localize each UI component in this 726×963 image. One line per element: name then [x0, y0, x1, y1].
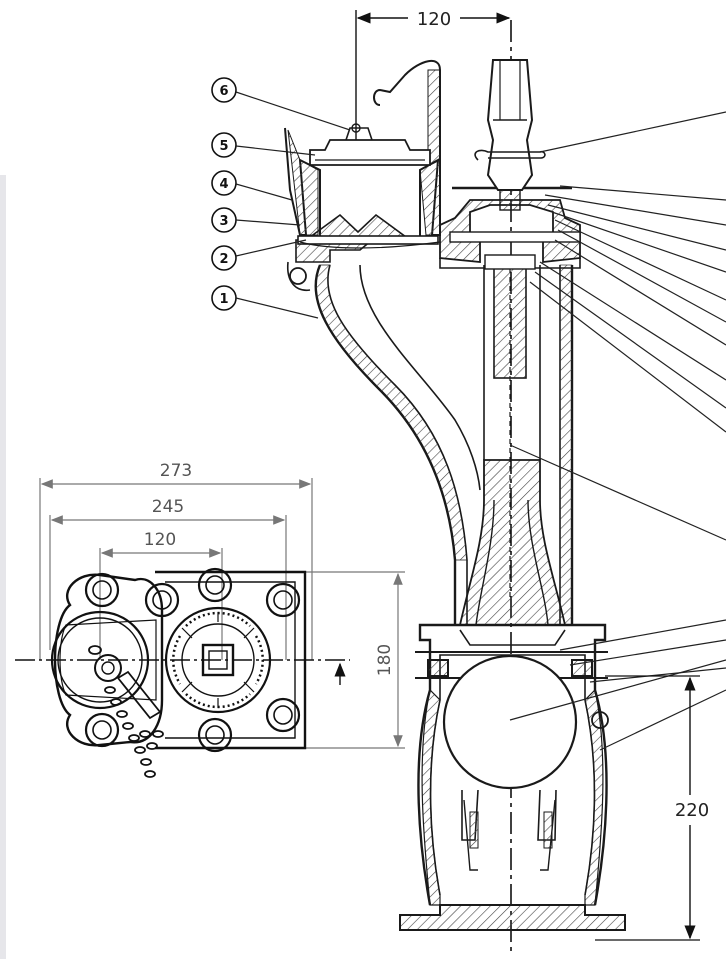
callout-4: 4 — [211, 170, 293, 201]
hydrant-cross-section — [284, 10, 626, 955]
leader-lines-right — [509, 111, 726, 751]
callout-6: 6 — [211, 77, 351, 131]
page-edge-strip — [0, 175, 6, 959]
plan-view: 273 245 120 180 — [15, 461, 405, 778]
callout-1-label: 1 — [219, 292, 228, 307]
plan-dimension-flange: 245 — [152, 497, 184, 517]
callout-3: 3 — [211, 207, 301, 233]
plan-dimension-overall: 273 — [160, 461, 192, 481]
plan-dimension-height: 180 — [375, 644, 395, 676]
callout-4-label: 4 — [219, 177, 228, 192]
dimension-top-value: 120 — [417, 9, 451, 30]
dimension-top: 120 — [356, 9, 511, 30]
callout-1: 1 — [211, 285, 319, 319]
callout-3-label: 3 — [219, 214, 228, 229]
callout-5-label: 5 — [219, 139, 228, 154]
callouts: 6 5 4 3 2 — [211, 77, 351, 319]
dimension-valve-height-value: 220 — [675, 800, 709, 821]
callout-5: 5 — [211, 132, 316, 158]
callout-6-label: 6 — [219, 84, 228, 99]
plan-dimension-centers: 120 — [144, 530, 176, 550]
dimension-valve-height: 220 — [595, 675, 709, 941]
callout-2-label: 2 — [219, 252, 228, 267]
callout-2: 2 — [211, 239, 307, 271]
